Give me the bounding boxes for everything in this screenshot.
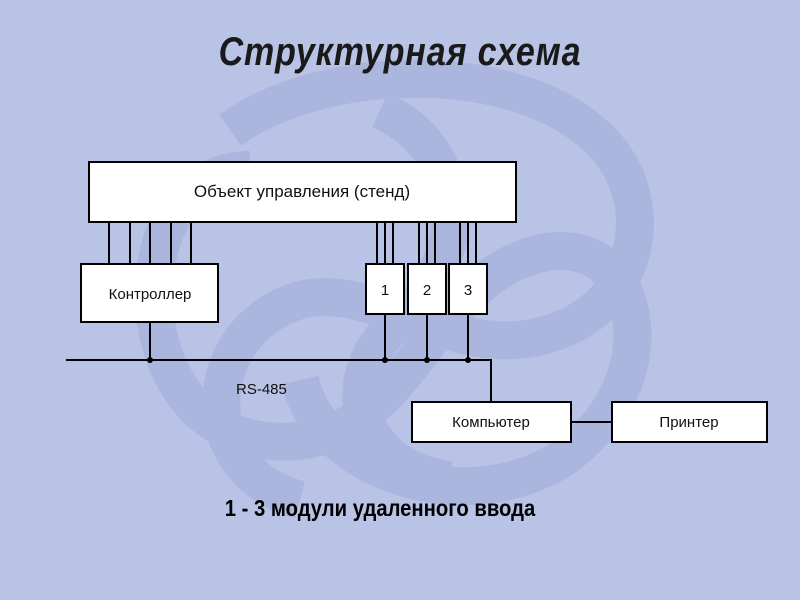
slide-caption: 1 - 3 модули удаленного ввода xyxy=(224,495,536,521)
module-box-3 xyxy=(448,263,488,315)
module-label-2: 2 xyxy=(423,282,431,299)
bus-junction-dots xyxy=(147,357,471,363)
module-io-lines xyxy=(376,222,477,264)
rs485-bus xyxy=(66,314,612,423)
controller-label: Контроллер xyxy=(109,286,192,303)
printer-label: Принтер xyxy=(659,414,718,431)
object-label: Объект управления (стенд) xyxy=(194,182,410,201)
controller-io-lines xyxy=(108,222,192,264)
module-label-3: 3 xyxy=(464,282,472,299)
slide-title: Структурная схема xyxy=(218,30,582,74)
bus-label: RS-485 xyxy=(236,381,287,398)
printer-box xyxy=(611,401,768,443)
computer-label: Компьютер xyxy=(452,414,530,431)
computer-box xyxy=(411,401,572,443)
module-label-1: 1 xyxy=(381,282,389,299)
module-box-1 xyxy=(365,263,405,315)
object-box xyxy=(88,161,517,223)
